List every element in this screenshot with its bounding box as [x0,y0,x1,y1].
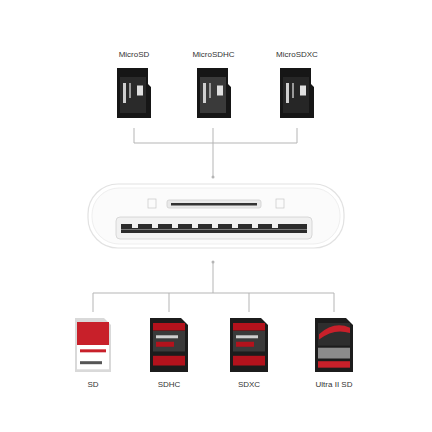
memory-card: SDXC [228,318,270,390]
memory-card: MicroSDHC [190,50,237,118]
card-type-label: SDXC [228,380,270,390]
card-type-label: MicroSD [115,50,153,60]
memory-card: SD [73,318,113,390]
card-type-label: MicroSDHC [190,50,237,60]
card-type-label: SDHC [148,380,190,390]
card-illustration [117,68,151,118]
bracket-line [134,128,297,176]
card-illustration [230,318,268,372]
memory-card: MicroSDXC [274,50,320,118]
card-reader [88,184,344,248]
card-illustration [315,318,353,372]
memory-card: SDHC [148,318,190,390]
card-illustration [280,68,314,118]
bracket-line [93,262,334,312]
card-illustration [150,318,188,372]
card-illustration [75,318,111,372]
card-type-label: Ultra II SD [313,380,355,390]
card-illustration [197,68,231,118]
card-type-label: MicroSDXC [274,50,320,60]
memory-card: MicroSD [115,50,153,118]
memory-card: Ultra II SD [313,318,355,390]
card-type-label: SD [73,380,113,390]
